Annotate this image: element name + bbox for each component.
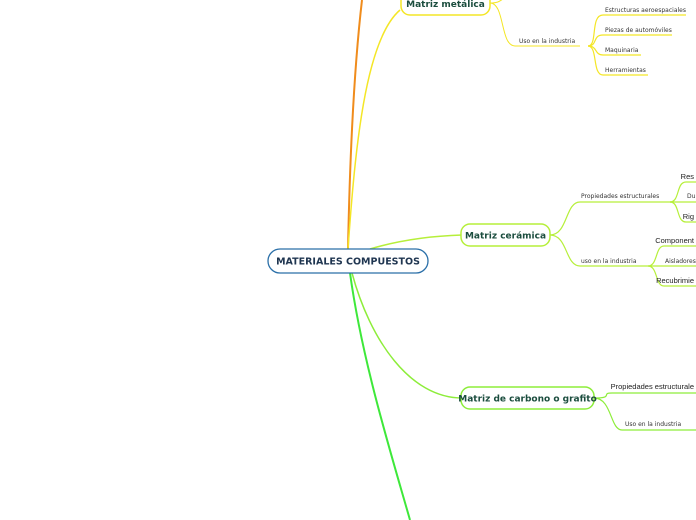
connector-ceramic (369, 234, 463, 250)
connector-carbon (351, 272, 463, 399)
leaf-item: Piezas de automóviles (605, 27, 672, 34)
leaf-item: Herramientas (605, 67, 646, 74)
root-node[interactable] (267, 248, 429, 274)
connector-bottom-offscreen (349, 272, 411, 520)
group-label: uso en la industria (581, 258, 637, 265)
connector-metal (347, 9, 401, 250)
node-matriz-carbono[interactable] (460, 386, 595, 410)
connector-metal-uso (489, 2, 580, 47)
connectors-carbon (593, 392, 696, 431)
leaf-item: Estructuras aeroespaciales (605, 7, 686, 14)
label-matriz-metalica: Matriz metálica (406, 0, 485, 10)
root-label: MATERIALES COMPUESTOS (276, 257, 420, 268)
leaf-item: Recubrimie (656, 276, 694, 285)
label-matriz-carbono: Matriz de carbono o grafito (458, 395, 597, 405)
label-matriz-ceramica: Matriz cerámica (465, 232, 546, 242)
leaf-item: Rig (683, 212, 694, 221)
node-matriz-ceramica[interactable] (460, 223, 551, 247)
connector-top-offscreen (347, 0, 363, 250)
node-matriz-metalica[interactable] (400, 0, 491, 16)
leaf-item: Du (687, 193, 696, 200)
leaf-item: Res (681, 172, 695, 181)
leaf-item: Component (655, 236, 695, 245)
connectors-metal-items (587, 14, 686, 76)
group-label: Uso en la industria (519, 38, 575, 45)
group-label: Propiedades estructurales (581, 193, 659, 200)
connectors-ceramic (549, 181, 696, 287)
group-label: Propiedades estructurale (611, 382, 694, 391)
leaf-item: Aisladores (665, 258, 696, 265)
connector-metal-offscreen (489, 0, 503, 4)
group-label: Uso en la industria (625, 421, 681, 428)
leaf-item: Maquinaria (605, 47, 639, 54)
